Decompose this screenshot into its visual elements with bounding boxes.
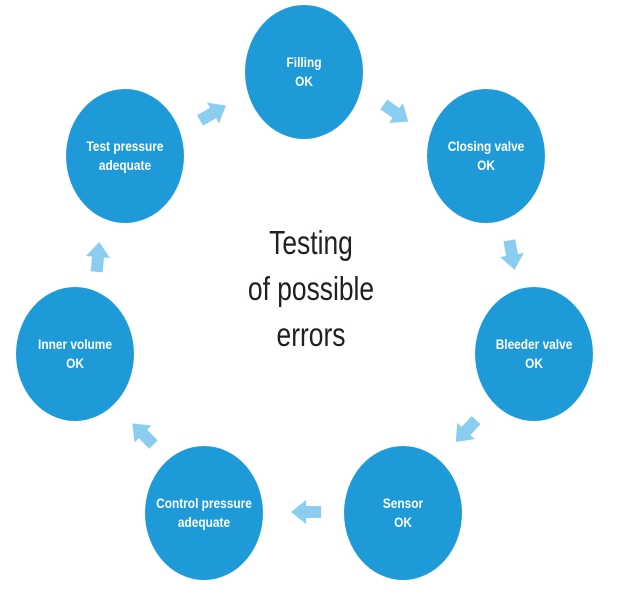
node-status: adequate (177, 515, 231, 530)
node-sensor: Sensor OK (344, 446, 462, 580)
node-label: Control pressure (156, 496, 252, 511)
node-closing-valve: Closing valve OK (427, 89, 545, 223)
arrow-inner-volume-to-test-pressure-icon (85, 241, 112, 273)
title-line-2: of possible (247, 270, 375, 307)
arrow-control-pressure-to-inner-volume-icon (124, 415, 162, 453)
node-status: OK (525, 356, 543, 371)
node-label: Bleeder valve (495, 337, 573, 352)
node-status: OK (394, 515, 412, 530)
node-status: OK (295, 74, 313, 89)
node-status: OK (477, 158, 495, 173)
node-test-pressure: Test pressure adequate (66, 89, 184, 223)
node-label: Closing valve (447, 139, 525, 154)
node-control-pressure: Control pressure adequate (145, 446, 263, 580)
arrow-closing-valve-to-bleeder-valve-icon (498, 238, 527, 272)
title-line-3: errors (276, 316, 346, 353)
node-status: OK (66, 356, 84, 371)
node-filling: Filling OK (245, 5, 363, 139)
title-line-1: Testing (269, 224, 353, 261)
diagram-title: Testing of possible errors (235, 220, 387, 358)
node-bleeder-valve: Bleeder valve OK (475, 287, 593, 421)
node-inner-volume: Inner volume OK (16, 287, 134, 421)
arrow-sensor-to-control-pressure-icon (291, 500, 321, 524)
node-label: Sensor (382, 496, 424, 511)
arrow-test-pressure-to-filling-icon (194, 95, 232, 131)
arrow-filling-to-closing-valve-icon (377, 95, 415, 132)
node-label: Filling (286, 55, 322, 70)
arrow-bleeder-valve-to-sensor-icon (447, 412, 485, 450)
node-label: Inner volume (38, 337, 112, 352)
node-status: adequate (98, 158, 152, 173)
node-label: Test pressure (86, 139, 164, 154)
